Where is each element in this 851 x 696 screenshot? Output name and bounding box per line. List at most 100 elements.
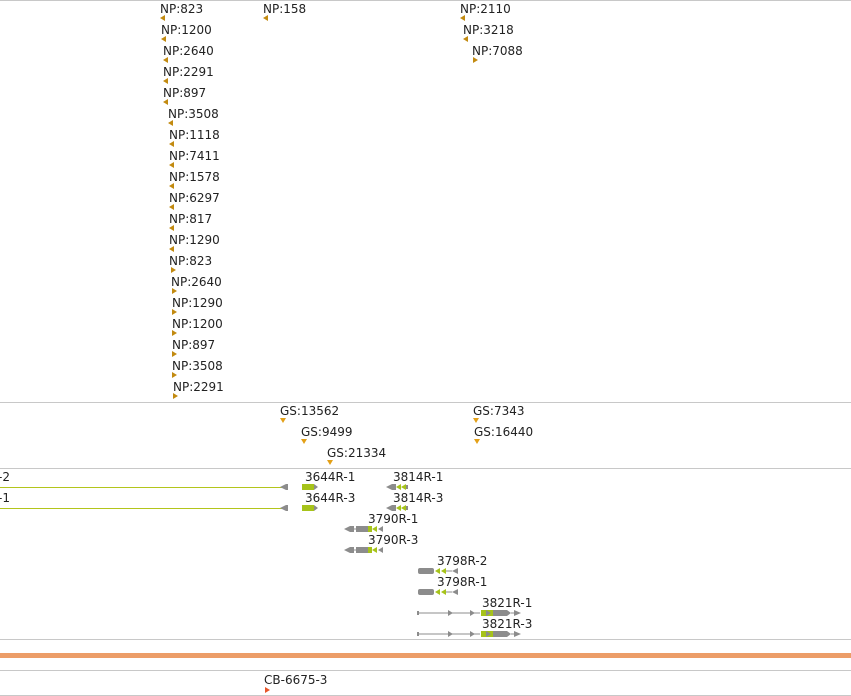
gs-feature-label: GS:9499 (301, 425, 353, 439)
np-feature-label: NP:2640 (163, 44, 214, 58)
gs-marker-icon (474, 439, 480, 444)
track-separator (0, 670, 851, 671)
np-feature-label: NP:3508 (172, 359, 223, 373)
gene-arrow-icon (372, 547, 377, 553)
np-feature-label: NP:3508 (168, 107, 219, 121)
np-feature-label: NP:1200 (161, 23, 212, 37)
np-marker-icon (161, 36, 166, 42)
gene-model-3644r-3[interactable] (280, 505, 318, 511)
np-marker-icon (169, 183, 174, 189)
track-separator (0, 639, 851, 640)
gene-model-3798r-2[interactable] (418, 568, 458, 574)
gene-model-3644r-1[interactable] (280, 484, 318, 490)
np-marker-icon (473, 57, 478, 63)
np-marker-icon (460, 15, 465, 21)
gs-marker-icon (327, 460, 333, 465)
gene-feature-label: 3814R-1 (393, 470, 444, 484)
gene-model-3814r-3[interactable] (386, 505, 408, 511)
gene-exon (356, 526, 368, 532)
np-marker-icon (173, 393, 178, 399)
gene-model-3821r-1[interactable] (417, 610, 521, 616)
gs-marker-icon (301, 439, 307, 444)
np-feature-label: NP:7088 (472, 44, 523, 58)
gene-arrow-icon (378, 526, 383, 532)
np-marker-icon (169, 246, 174, 252)
gene-arrow-icon (470, 610, 475, 616)
np-marker-icon (163, 99, 168, 105)
np-feature-label: NP:1578 (169, 170, 220, 184)
gene-exon (406, 485, 408, 489)
gene-arrow-icon (486, 610, 491, 616)
np-marker-icon (463, 36, 468, 42)
transcript-intron-line[interactable] (0, 487, 282, 488)
gene-feature-label: 3644R-3 (305, 491, 356, 505)
np-feature-label: NP:2291 (173, 380, 224, 394)
gene-arrow-icon (486, 631, 491, 637)
gene-feature-label: 3790R-3 (368, 533, 419, 547)
gene-feature-label: 3798R-1 (437, 575, 488, 589)
track-separator (0, 0, 851, 1)
gene-feature-label: 3814R-3 (393, 491, 444, 505)
gene-exon (356, 547, 368, 553)
track-separator (0, 402, 851, 403)
gs-feature-label: GS:21334 (327, 446, 387, 460)
gene-left-label: -1 (0, 491, 10, 505)
gene-exon (302, 505, 314, 511)
gene-model-3798r-1[interactable] (418, 589, 458, 595)
gs-marker-icon (473, 418, 479, 423)
np-feature-label: NP:2110 (460, 2, 511, 16)
np-marker-icon (263, 15, 268, 21)
cb-feature-label: CB-6675-3 (264, 673, 328, 687)
np-feature-label: NP:2640 (171, 275, 222, 289)
gene-model-3821r-3[interactable] (417, 631, 521, 637)
gene-model-3790r-3[interactable] (344, 547, 383, 553)
gene-arrow-icon (448, 610, 453, 616)
np-feature-label: NP:1200 (172, 317, 223, 331)
gene-exon (418, 568, 434, 574)
gs-feature-label: GS:13562 (280, 404, 340, 418)
np-marker-icon (169, 204, 174, 210)
gene-feature-label: 3821R-3 (482, 617, 533, 631)
gene-arrow-icon (435, 568, 440, 574)
np-feature-label: NP:817 (169, 212, 213, 226)
gene-arrow-icon (435, 589, 440, 595)
np-marker-icon (172, 330, 177, 336)
np-feature-label: NP:7411 (169, 149, 220, 163)
gene-exon (493, 631, 507, 637)
gene-arrow-icon (314, 484, 318, 490)
np-feature-label: NP:1290 (172, 296, 223, 310)
gs-marker-icon (280, 418, 286, 423)
gene-feature-label: 3644R-1 (305, 470, 356, 484)
np-feature-label: NP:158 (263, 2, 307, 16)
np-marker-icon (169, 141, 174, 147)
gene-arrow-icon (514, 631, 521, 637)
gene-exon (493, 610, 507, 616)
gene-exon (368, 547, 372, 553)
gene-feature-label: 3790R-1 (368, 512, 419, 526)
np-marker-icon (172, 351, 177, 357)
np-feature-label: NP:2291 (163, 65, 214, 79)
gene-arrow-icon (396, 484, 401, 490)
np-marker-icon (163, 57, 168, 63)
gene-model-3790r-1[interactable] (344, 526, 383, 532)
transcript-intron-line[interactable] (0, 508, 282, 509)
gene-arrow-icon (452, 589, 458, 595)
np-feature-label: NP:823 (160, 2, 204, 16)
coverage-band[interactable] (0, 653, 851, 658)
gene-model-3814r-1[interactable] (386, 484, 408, 490)
np-marker-icon (171, 267, 176, 273)
np-marker-icon (169, 162, 174, 168)
np-marker-icon (169, 225, 174, 231)
gene-exon (368, 526, 372, 532)
gene-feature-label: 3821R-1 (482, 596, 533, 610)
gene-arrow-icon (344, 526, 354, 532)
gene-arrow-icon (386, 484, 396, 490)
gene-arrow-icon (401, 505, 406, 511)
gene-arrow-icon (441, 589, 446, 595)
gene-arrow-icon (401, 484, 406, 490)
gene-arrow-icon (378, 547, 383, 553)
np-feature-label: NP:3218 (463, 23, 514, 37)
np-marker-icon (168, 120, 173, 126)
np-feature-label: NP:823 (169, 254, 213, 268)
gene-arrow-icon (448, 631, 453, 637)
